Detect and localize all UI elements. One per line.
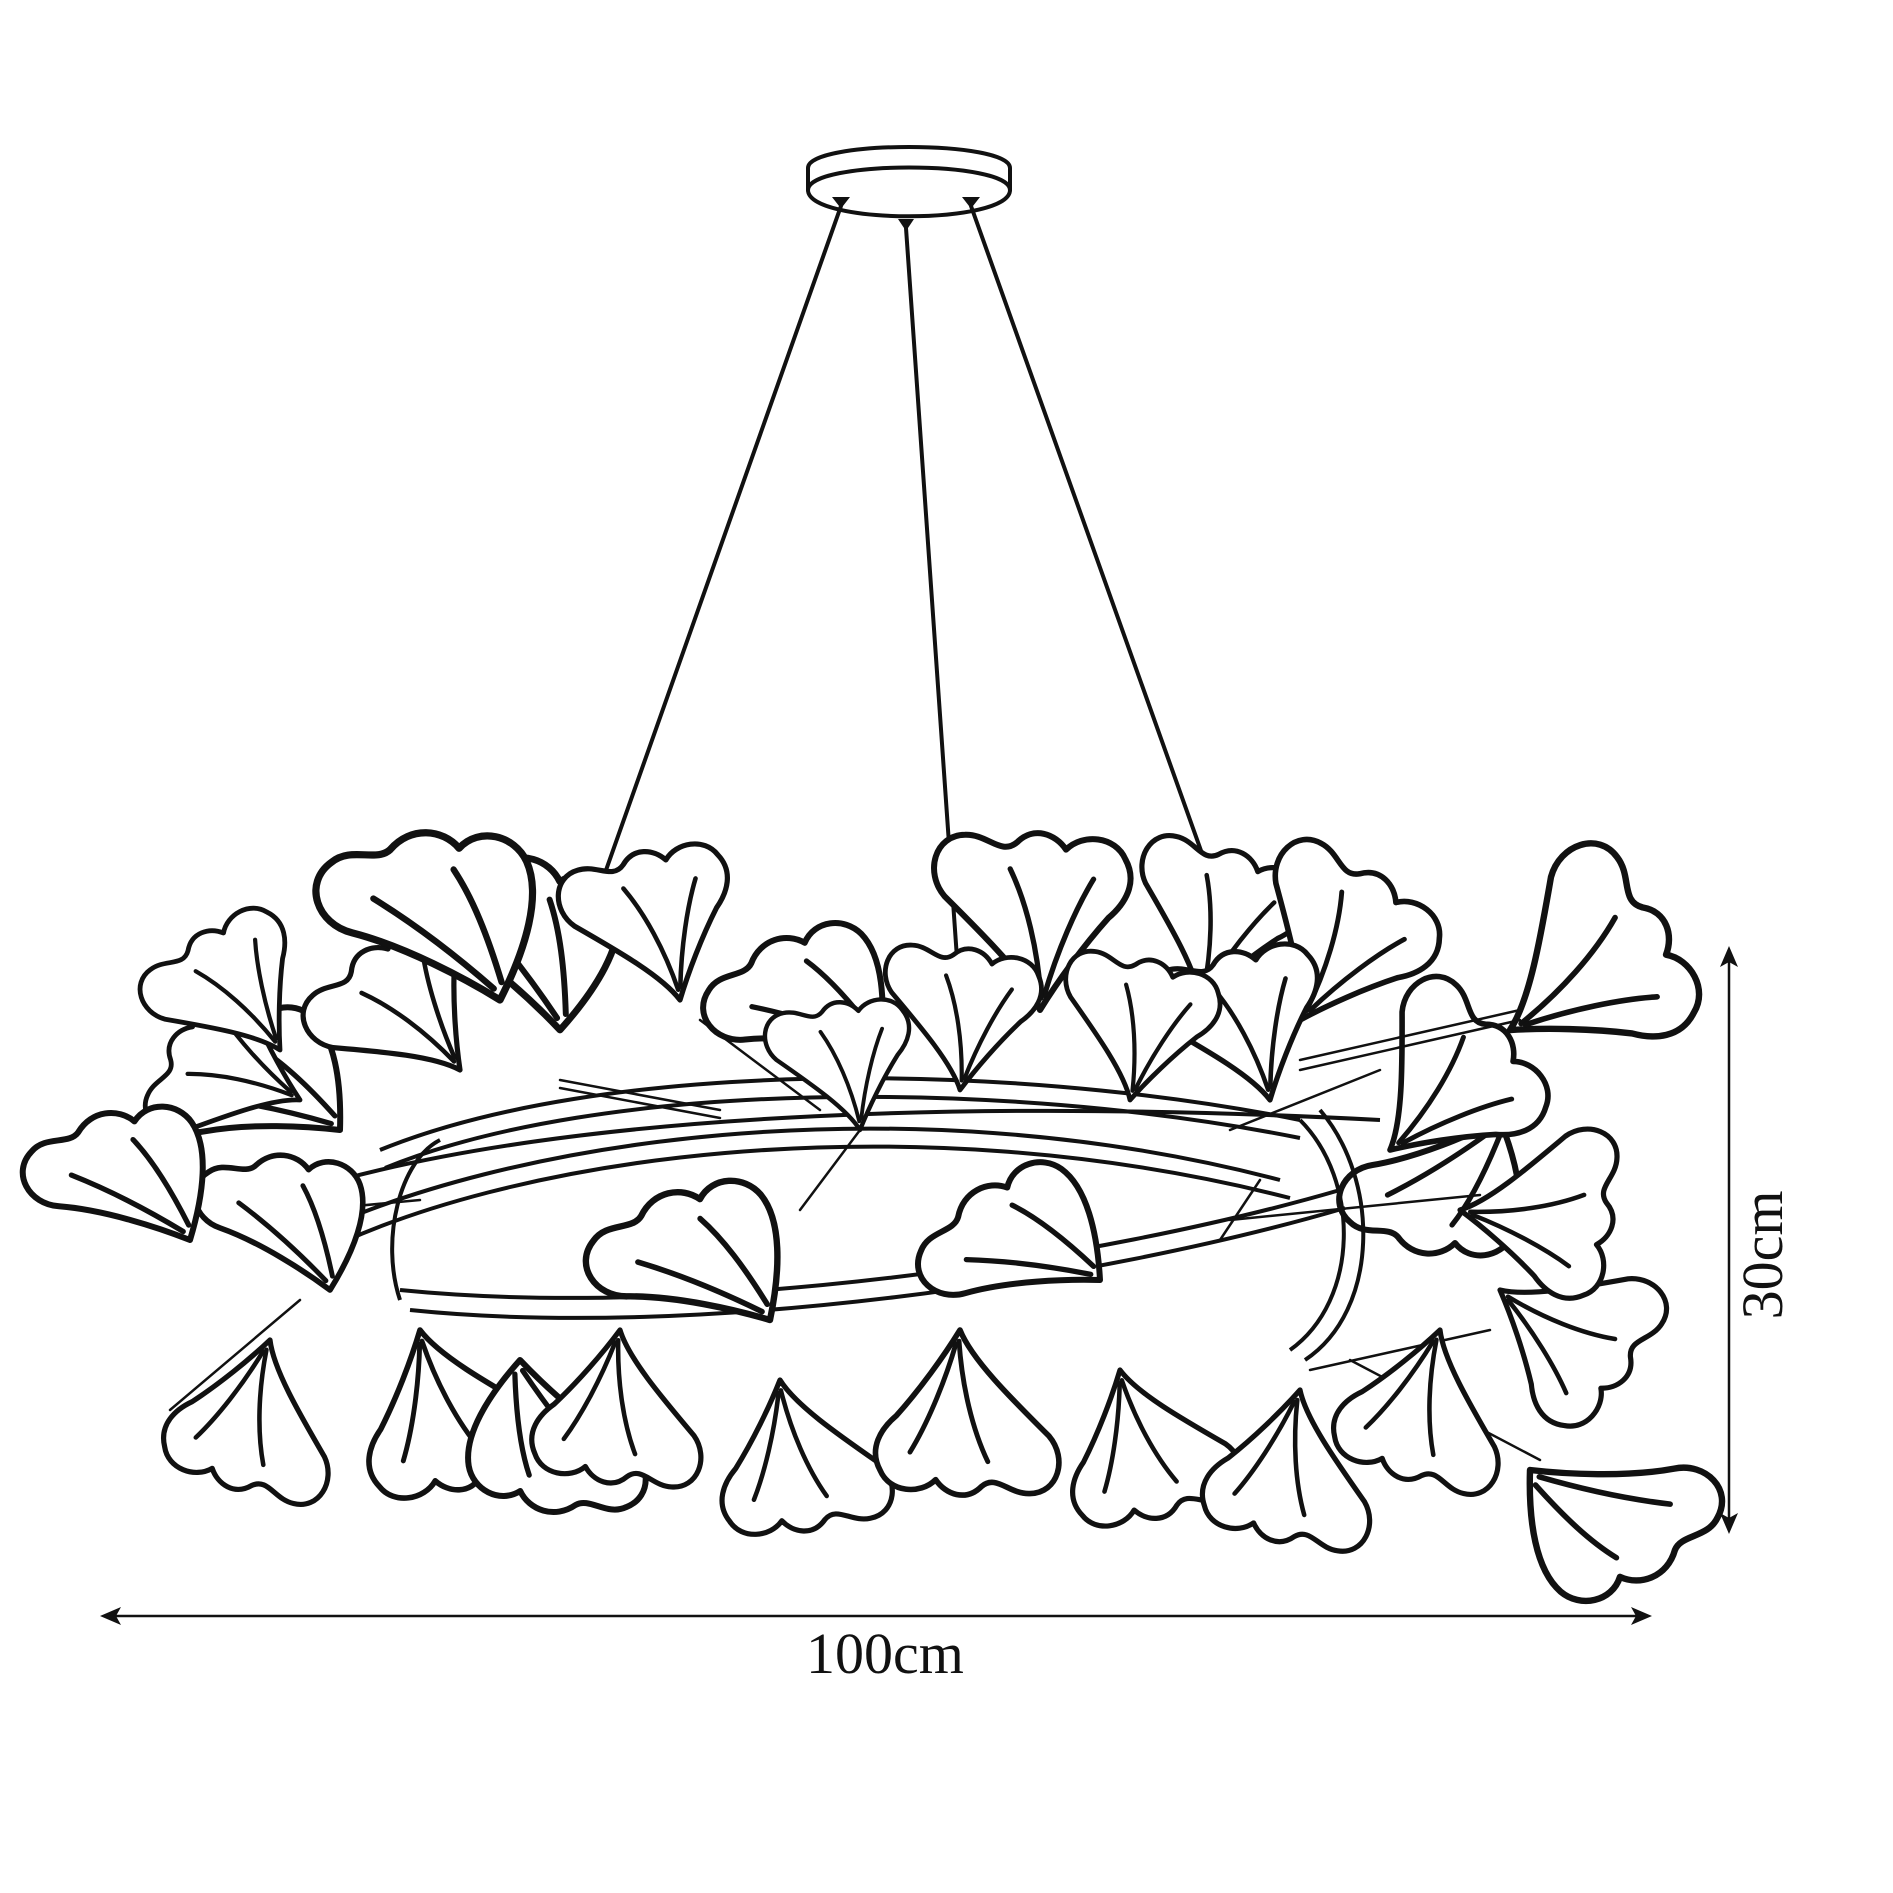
arrow-right-icon [1631,1607,1652,1625]
height-dimension-label: 30cm [1730,1190,1795,1320]
arrow-up-icon [1720,946,1738,967]
width-dimension [100,1607,1652,1625]
leaf-cluster-front [18,821,1741,1613]
ring-arcs [299,1076,1381,1362]
cable-anchor-center [898,219,914,228]
width-dimension-label: 100cm [806,1621,964,1686]
cable-anchor-left [832,197,850,206]
arrow-left-icon [100,1607,121,1625]
ceiling-canopy [806,145,1012,228]
arrow-down-icon [1720,1513,1738,1534]
cable-anchor-right [962,197,980,206]
height-dimension [1720,946,1738,1534]
